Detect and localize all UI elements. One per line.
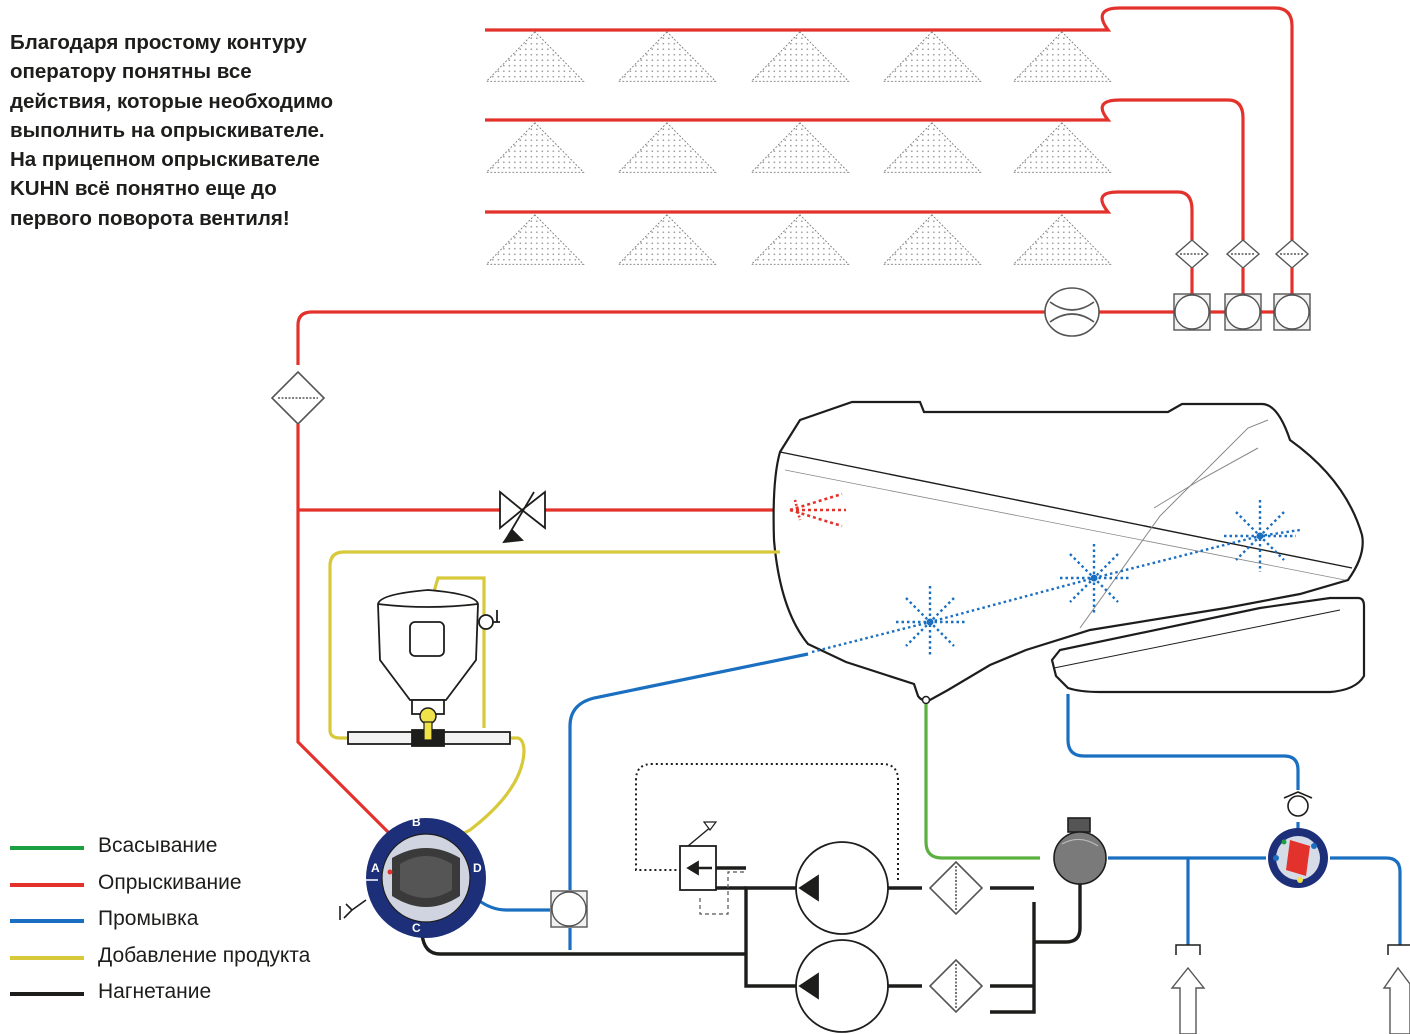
nozzle-fan-icon bbox=[750, 122, 850, 173]
boom-line-middle bbox=[485, 98, 1245, 240]
legend-swatch bbox=[10, 882, 84, 887]
legend-label: Опрыскивание bbox=[98, 870, 242, 894]
legend-swatch bbox=[10, 955, 84, 960]
filter-icon bbox=[270, 370, 326, 426]
hopper-valve-icon bbox=[419, 707, 437, 741]
boom-line-bottom bbox=[485, 190, 1194, 240]
rinse-three-way-valve-icon bbox=[1268, 828, 1328, 888]
flow-meter-icon bbox=[1044, 287, 1100, 337]
nozzle-fan-icon bbox=[617, 122, 717, 173]
legend-item-rinsing: Промывка bbox=[10, 904, 370, 941]
nozzle-fan-icon bbox=[882, 31, 982, 82]
nozzle-fan-icon bbox=[882, 122, 982, 173]
pump-icon bbox=[795, 939, 889, 1033]
pump-icon bbox=[795, 841, 889, 935]
section-valve-icon bbox=[1173, 293, 1211, 331]
tank-outlet bbox=[921, 695, 931, 705]
nozzle-fan-icon bbox=[485, 31, 585, 82]
legend-label: Нагнетание bbox=[98, 980, 212, 1003]
rinse-inlets bbox=[1175, 944, 1410, 955]
intro-line: выполнить на опрыскивателе. bbox=[10, 118, 325, 142]
nozzle-fan-icon bbox=[750, 214, 850, 265]
valve-letter-a: A bbox=[371, 861, 380, 875]
legend-label: Промывка bbox=[98, 907, 199, 930]
intro-line: оператору понятны все bbox=[10, 60, 252, 84]
legend-swatch bbox=[10, 919, 84, 923]
intro-line: На прицепном опрыскивателе bbox=[10, 148, 320, 172]
filter-icon bbox=[1174, 239, 1210, 269]
section-valves bbox=[1173, 293, 1311, 331]
legend-item-pressure: Нагнетание bbox=[10, 977, 370, 1014]
nozzle-fans bbox=[485, 31, 1112, 265]
filter-icon bbox=[928, 958, 984, 1014]
intro-line: KUHN всё понятно еще до bbox=[10, 177, 277, 201]
nozzle-fan-icon bbox=[485, 122, 585, 173]
rinse-valve-icon bbox=[550, 890, 588, 928]
legend: Всасывание Опрыскивание Промывка Добавле… bbox=[10, 831, 370, 1014]
intro-line: Благодаря простому контуру bbox=[10, 31, 307, 54]
inlet-arrow-icon bbox=[1382, 966, 1410, 1034]
three-way-valve-icon[interactable]: A B C D bbox=[366, 815, 486, 938]
valve-letter-c: C bbox=[412, 921, 421, 935]
legend-label: Добавление продукта bbox=[98, 943, 311, 967]
boom-line-top bbox=[485, 6, 1294, 240]
filter-icon bbox=[928, 860, 984, 916]
legend-item-spraying: Опрыскивание bbox=[10, 868, 370, 905]
legend-item-product: Добавление продукта bbox=[10, 941, 370, 978]
nozzle-fan-icon bbox=[1012, 122, 1112, 173]
filter-icon bbox=[1274, 239, 1310, 269]
check-valve-icon bbox=[1283, 791, 1313, 817]
nozzle-fan-icon bbox=[1012, 214, 1112, 265]
tank bbox=[772, 400, 1366, 702]
boom-sections bbox=[485, 6, 1294, 240]
pilot-line bbox=[635, 763, 899, 880]
section-valve-icon bbox=[1273, 293, 1311, 331]
nozzle-fan-icon bbox=[485, 214, 585, 265]
nozzle-fan-icon bbox=[1012, 31, 1112, 82]
nozzle-fan-icon bbox=[750, 31, 850, 82]
intro-line: первого поворота вентиля! bbox=[10, 206, 290, 230]
legend-swatch bbox=[10, 846, 84, 850]
drain-tap-icon bbox=[339, 899, 367, 920]
valve-letter-d: D bbox=[473, 861, 482, 875]
valve-letter-b: B bbox=[412, 815, 421, 829]
filter-icon bbox=[1225, 239, 1261, 269]
pressure-regulator-icon bbox=[679, 821, 718, 891]
intro-line: действия, которые необходимо bbox=[10, 89, 334, 113]
nozzle-fan-icon bbox=[617, 31, 717, 82]
legend-swatch bbox=[10, 992, 84, 996]
tank-spray-nozzle-icon bbox=[789, 492, 846, 528]
suction-valve-icon bbox=[1053, 817, 1107, 885]
legend-label: Всасывание bbox=[98, 834, 218, 857]
section-filters bbox=[1174, 239, 1310, 269]
inlet-arrow-icon bbox=[1170, 966, 1206, 1034]
throttle-valve-icon bbox=[499, 490, 546, 544]
nozzle-fan-icon bbox=[617, 214, 717, 265]
intro-text: Благодаря простому контуру оператору пон… bbox=[10, 28, 410, 233]
main-spray-line bbox=[296, 310, 1274, 365]
nozzle-fan-icon bbox=[882, 214, 982, 265]
section-valve-icon bbox=[1224, 293, 1262, 331]
legend-item-suction: Всасывание bbox=[10, 831, 370, 868]
